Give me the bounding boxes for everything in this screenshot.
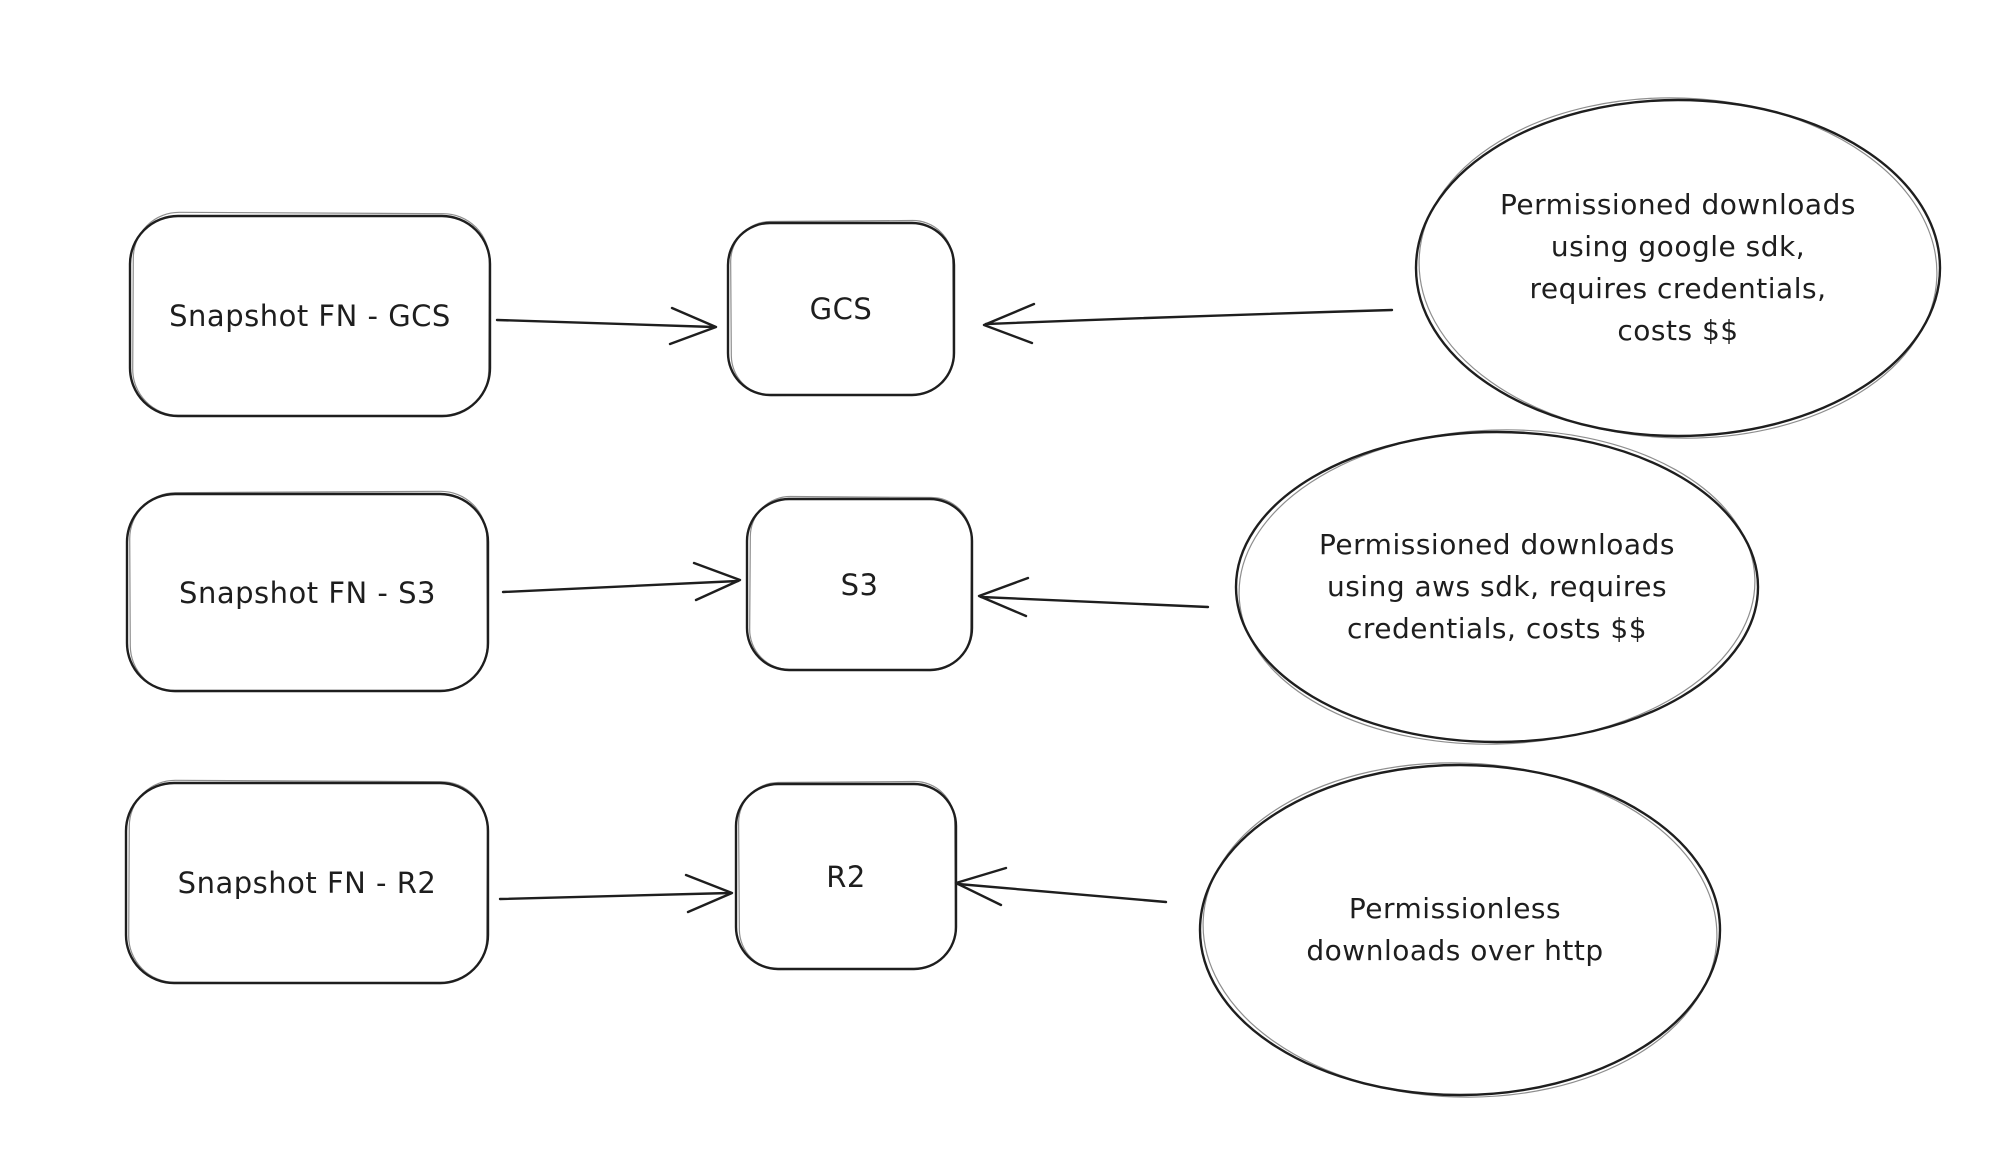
arrow-snapshot-to-gcs [495,306,718,346]
storage-node-s3-shape [745,495,974,672]
storage-node-r2-shape [734,780,958,971]
note-ellipse-gcs-shape [1414,97,1942,439]
source-node-gcs-shape [128,211,492,418]
arrow-snapshot-to-r2 [498,873,734,914]
arrow-note-to-gcs [982,302,1394,345]
arrow-note-to-s3 [977,576,1210,618]
note-ellipse-s3-shape [1234,429,1760,745]
storage-node-gcs-shape [726,219,956,397]
note-ellipse-r2-shape [1198,762,1722,1098]
source-node-s3-shape [125,490,490,693]
arrow-snapshot-to-s3 [501,561,742,602]
arrow-note-to-r2 [954,866,1168,907]
source-node-r2-shape [124,779,490,985]
